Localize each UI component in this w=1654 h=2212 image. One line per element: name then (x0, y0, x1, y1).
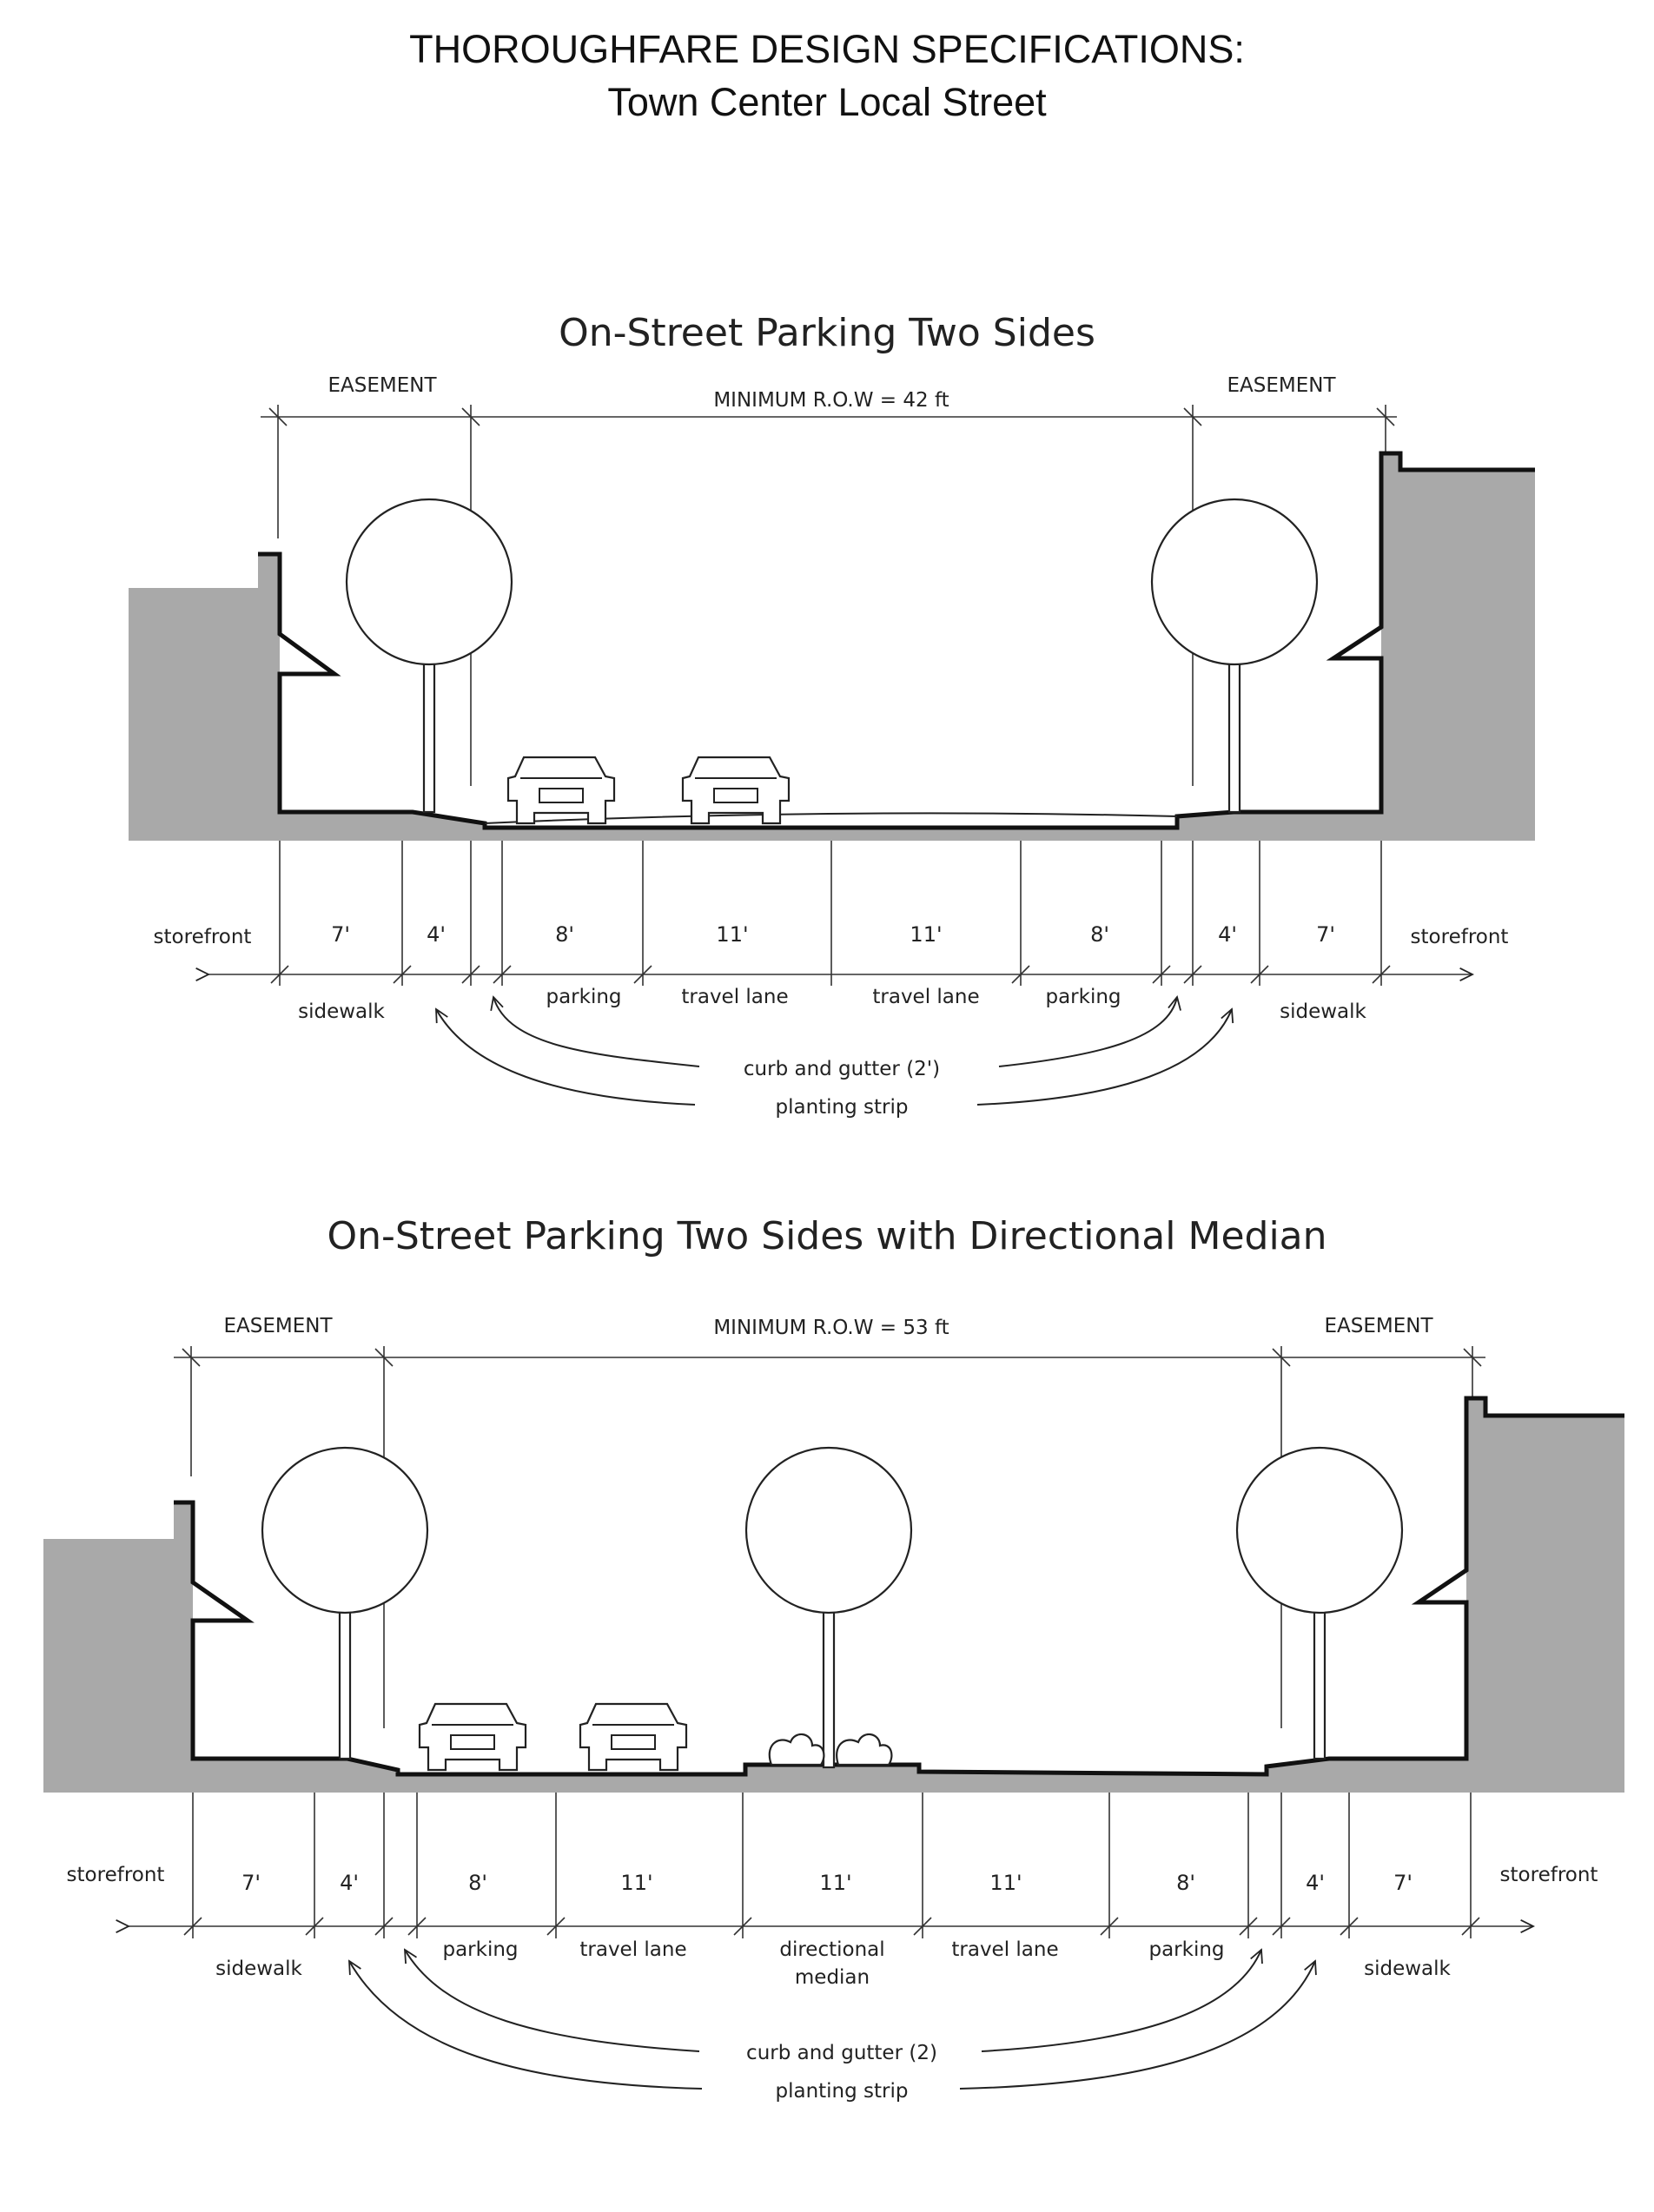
dim-label: 11' (716, 922, 748, 947)
zone-label: sidewalk (215, 1958, 302, 1980)
section-2-profile (174, 1396, 1624, 1777)
section-1: On-Street Parking Two Sides EASEMENT EAS… (129, 311, 1535, 1119)
zone-label: travel lane (951, 1938, 1058, 1961)
zone-label: sidewalk (1364, 1958, 1451, 1980)
zone-label: sidewalk (1280, 1000, 1366, 1023)
tree-icon (1235, 1446, 1404, 1760)
dim-label: 8' (1176, 1871, 1195, 1895)
dim-label: 7' (331, 922, 350, 947)
dim-label: 4' (1218, 922, 1237, 947)
callout-arrow (436, 1009, 696, 1106)
storefront-left-label: storefront (67, 1864, 165, 1886)
callout-arrow (998, 997, 1177, 1067)
storefront-left-label: storefront (154, 926, 252, 948)
callout-curb: curb and gutter (2) (746, 2042, 937, 2064)
easement-right-label: EASEMENT (1227, 374, 1336, 397)
dim-label: 8' (468, 1871, 487, 1895)
zone-label: parking (546, 986, 621, 1008)
callout-planting: planting strip (775, 1096, 908, 1119)
tree-icon (345, 498, 513, 814)
width-dimension-verticals (279, 841, 1382, 986)
callout-arrow (493, 997, 700, 1067)
zone-label: travel lane (681, 986, 788, 1008)
section-2-title: On-Street Parking Two Sides with Directi… (327, 1214, 1327, 1258)
section-1-ground (129, 453, 1535, 841)
section-1-title: On-Street Parking Two Sides (559, 311, 1095, 355)
easement-left-label: EASEMENT (223, 1315, 333, 1337)
section-1-profile (258, 451, 1535, 830)
sheet-subtitle: Town Center Local Street (607, 80, 1047, 124)
callout-arrow (981, 1950, 1261, 2052)
dim-label: 7' (241, 1871, 261, 1895)
zone-label: parking (442, 1938, 518, 1961)
section-2: On-Street Parking Two Sides with Directi… (43, 1214, 1624, 2103)
dim-label: 11' (620, 1871, 652, 1895)
storefront-right-label: storefront (1411, 926, 1509, 948)
row-label: MINIMUM R.O.W = 42 ft (713, 389, 949, 412)
zone-label: travel lane (872, 986, 979, 1008)
storefront-right-label: storefront (1500, 1864, 1598, 1886)
zone-label: directional (779, 1938, 884, 1961)
car-icon (681, 756, 791, 825)
width-dimension-verticals (192, 1793, 1472, 1938)
dim-label: 7' (1316, 922, 1335, 947)
callout-planting: planting strip (775, 2080, 908, 2103)
zone-label: parking (1045, 986, 1121, 1008)
dim-label: 4' (427, 922, 446, 947)
row-label: MINIMUM R.O.W = 53 ft (713, 1317, 949, 1339)
callout-curb: curb and gutter (2') (744, 1058, 940, 1080)
callout-arrow (959, 1961, 1315, 2090)
dim-label: 8' (555, 922, 574, 947)
easement-left-label: EASEMENT (327, 374, 437, 397)
dim-label: 11' (910, 922, 942, 947)
dim-label: 7' (1393, 1871, 1413, 1895)
zone-label: sidewalk (298, 1000, 385, 1023)
dim-label: 11' (989, 1871, 1022, 1895)
tree-icon (1150, 498, 1319, 814)
car-icon (579, 1702, 688, 1772)
car-icon (418, 1702, 527, 1772)
shrub-icon (768, 1733, 893, 1766)
tree-icon (261, 1446, 429, 1760)
dim-label: 8' (1090, 922, 1109, 947)
zone-label: parking (1148, 1938, 1224, 1961)
dim-label: 4' (340, 1871, 359, 1895)
easement-right-label: EASEMENT (1324, 1315, 1433, 1337)
callout-arrow (349, 1961, 703, 2090)
sheet-title: THOROUGHFARE DESIGN SPECIFICATIONS: (409, 27, 1245, 71)
callout-arrow (976, 1009, 1232, 1106)
zone-label: median (795, 1966, 870, 1989)
dim-label: 4' (1306, 1871, 1325, 1895)
zone-label: travel lane (579, 1938, 686, 1961)
dim-label: 11' (819, 1871, 851, 1895)
callout-arrow (405, 1950, 700, 2052)
tree-icon (744, 1446, 913, 1769)
car-icon (506, 756, 616, 825)
